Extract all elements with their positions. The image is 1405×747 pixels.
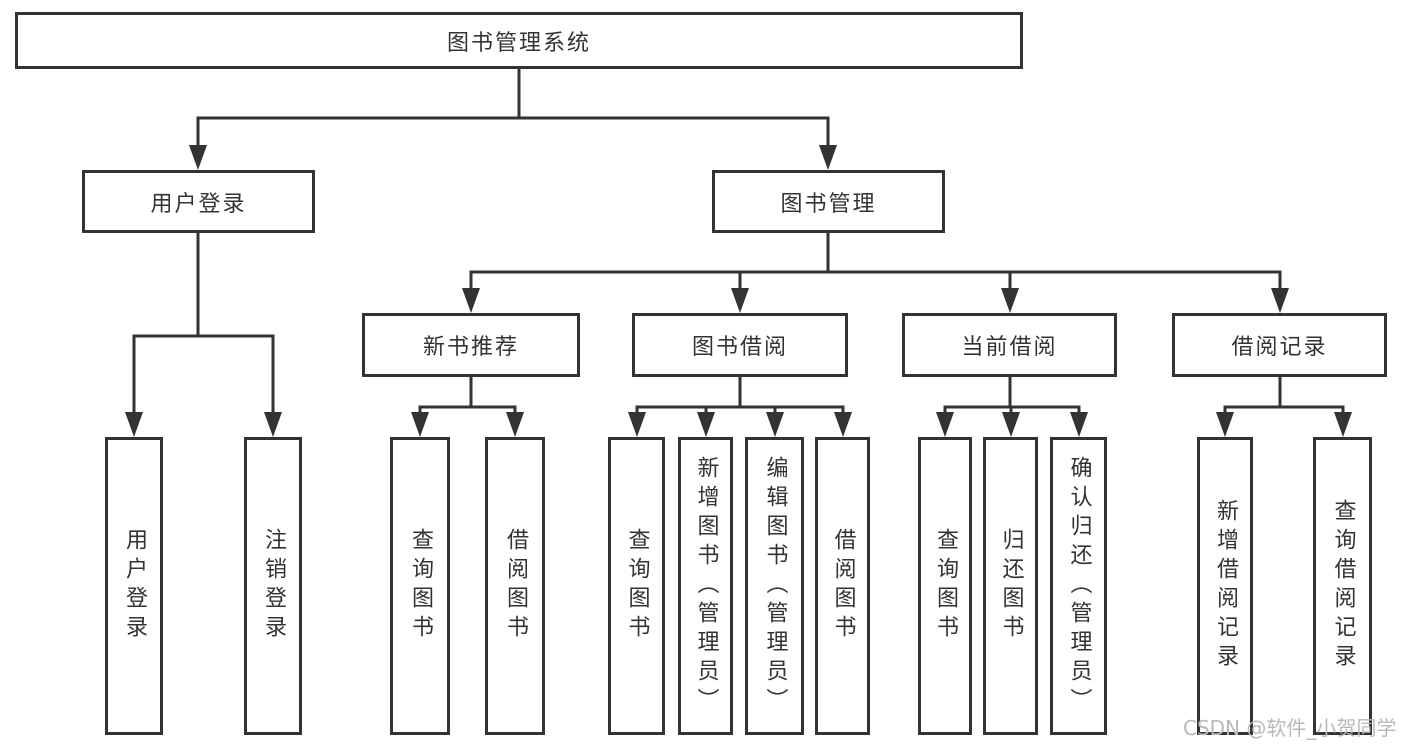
leaf-borrow-borrow-book: 借阅图书 [815,437,870,735]
node-book-borrow: 图书借阅 [632,313,848,377]
leaf-recommend-query-book-label: 查询图书 [408,528,433,644]
csdn-watermark: CSDN @软件_小贺同学 [1183,716,1397,740]
leaf-current-confirm-return-admin-label: 确认归还（管理员） [1066,455,1092,717]
leaf-recommend-borrow-book-label: 借阅图书 [503,528,528,644]
leaf-user-login-label: 用户登录 [122,528,147,644]
leaf-current-return-book-label: 归还图书 [998,528,1024,644]
leaf-record-add-record: 新增借阅记录 [1197,437,1253,735]
leaf-current-query-book-label: 查询图书 [933,528,958,644]
leaf-record-query-record: 查询借阅记录 [1313,437,1372,735]
leaf-recommend-query-book: 查询图书 [390,437,450,735]
node-book-management: 图书管理 [712,170,945,233]
leaf-borrow-edit-book-admin-label: 编辑图书（管理员） [762,455,788,717]
node-library-management-system: 图书管理系统 [15,12,1023,69]
arrowheads [125,145,1352,437]
leaf-borrow-borrow-book-label: 借阅图书 [830,528,856,644]
leaf-borrow-query-book: 查询图书 [608,437,665,735]
leaf-borrow-query-book-label: 查询图书 [624,528,650,644]
node-borrow-record: 借阅记录 [1172,313,1387,377]
leaf-logout-login-label: 注销登录 [261,528,286,644]
leaf-user-login: 用户登录 [105,437,163,735]
leaf-current-confirm-return-admin: 确认归还（管理员） [1050,437,1107,735]
leaf-borrow-edit-book-admin: 编辑图书（管理员） [745,437,804,735]
leaf-record-add-record-label: 新增借阅记录 [1213,499,1238,673]
leaf-current-query-book: 查询图书 [918,437,972,735]
leaf-record-query-record-label: 查询借阅记录 [1330,499,1356,673]
leaf-borrow-add-book-admin: 新增图书（管理员） [678,437,733,735]
leaf-current-return-book: 归还图书 [983,437,1038,735]
leaf-recommend-borrow-book: 借阅图书 [485,437,545,735]
node-new-book-recommend: 新书推荐 [362,313,580,377]
leaf-borrow-add-book-admin-label: 新增图书（管理员） [693,455,719,717]
node-current-borrow: 当前借阅 [902,313,1117,377]
node-user-login: 用户登录 [82,170,315,233]
leaf-logout-login: 注销登录 [244,437,302,735]
